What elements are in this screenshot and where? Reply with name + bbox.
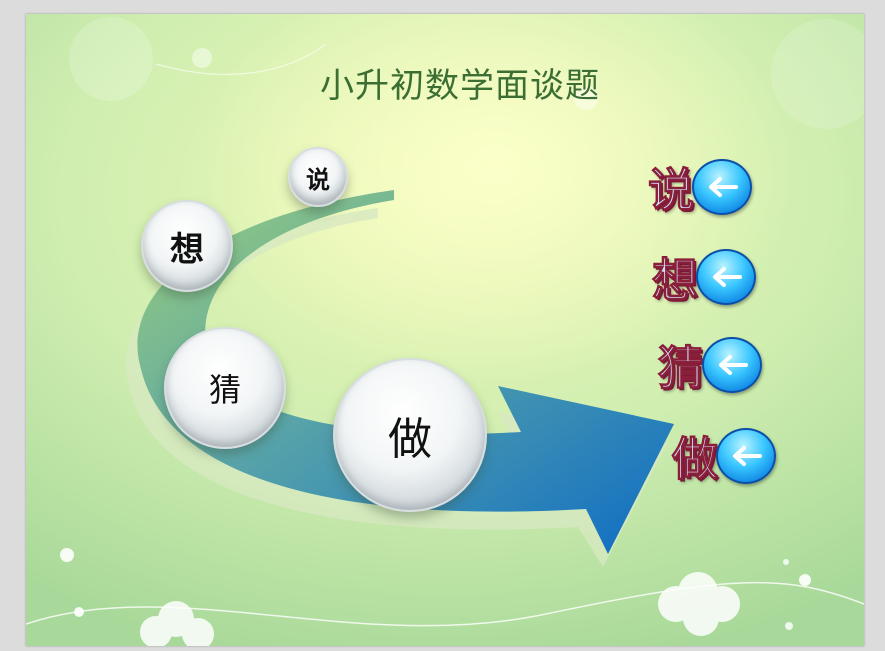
menu-item-shuo[interactable]: 说 <box>648 154 752 220</box>
menu-item-label: 做 <box>672 432 719 487</box>
menu-item-cai[interactable]: 猜 <box>658 332 762 398</box>
bubble-xiang: 想 <box>141 200 233 292</box>
bubble-shuo-label: 说 <box>306 164 330 194</box>
back-arrow-icon[interactable] <box>692 159 752 215</box>
page-title: 小升初数学面谈题 <box>320 66 600 106</box>
bubble-zuo-label: 做 <box>388 414 432 465</box>
slide: 小升初数学面谈题 说 想 猜 做 说 想 猜 做 <box>26 14 864 646</box>
bubble-xiang-label: 想 <box>170 229 204 270</box>
back-arrow-icon[interactable] <box>696 249 756 305</box>
back-arrow-icon[interactable] <box>716 428 776 484</box>
bubble-shuo: 说 <box>288 147 348 207</box>
back-arrow-icon[interactable] <box>702 337 762 393</box>
bubble-zuo: 做 <box>333 358 487 512</box>
menu-item-label: 想 <box>652 253 699 308</box>
menu-item-label: 猜 <box>658 341 705 396</box>
bubble-cai-label: 猜 <box>208 371 241 409</box>
menu-item-label: 说 <box>648 163 695 218</box>
menu-item-zuo[interactable]: 做 <box>672 423 776 489</box>
menu-item-xiang[interactable]: 想 <box>652 244 756 310</box>
bubble-cai: 猜 <box>164 327 286 449</box>
curved-arrow-graphic <box>26 17 864 646</box>
